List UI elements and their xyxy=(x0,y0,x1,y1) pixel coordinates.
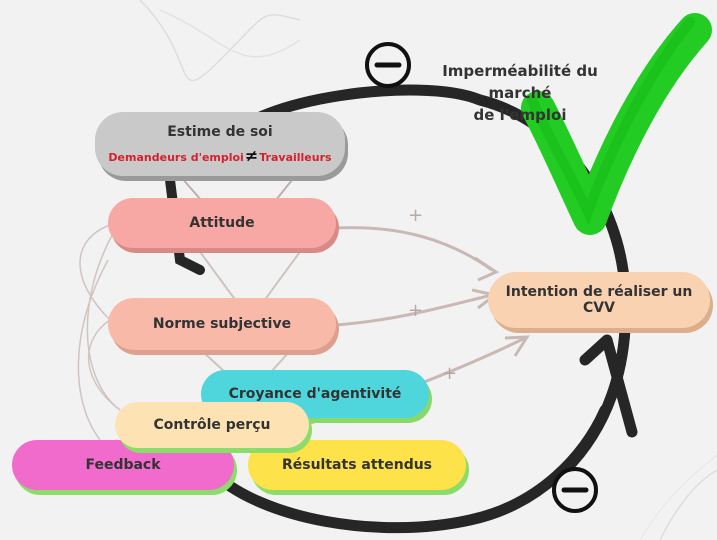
feedback-label: Feedback xyxy=(85,457,161,473)
estime-right: Travailleurs xyxy=(259,150,332,164)
controle-percu-node: Contrôle perçu xyxy=(115,402,309,448)
estime-de-soi-node: Estime de soi Demandeurs d'emploi≠Travai… xyxy=(95,112,345,176)
background-curve xyxy=(659,469,717,540)
background-curve xyxy=(139,0,301,82)
norme-label: Norme subjective xyxy=(152,316,292,332)
arrow-attitude-intention xyxy=(335,226,493,272)
impermeabilite-label: Imperméabilité du marché de l'emploi xyxy=(420,60,620,126)
arrow-head xyxy=(474,256,500,282)
background-curve xyxy=(159,9,301,58)
plus-sign: + xyxy=(408,205,424,226)
cycle-arrow-head xyxy=(579,334,638,438)
impermeabilite-line1: Imperméabilité du marché xyxy=(442,62,598,102)
arrow-norme-intention xyxy=(335,293,493,327)
loop-arrow xyxy=(79,224,111,321)
feedback-node: Feedback xyxy=(12,440,234,490)
estime-left: Demandeurs d'emploi xyxy=(108,150,244,164)
croyance-label: Croyance d'agentivité xyxy=(228,386,402,402)
plus-sign: + xyxy=(442,363,458,384)
arrow-head xyxy=(504,335,530,357)
loop-arrow xyxy=(86,229,121,411)
minus-circle-icon xyxy=(552,467,598,513)
cycle-arrow-lower xyxy=(204,404,611,534)
intention-label: Intention de réaliser un CVV xyxy=(505,284,693,316)
resultats-attendus-node: Résultats attendus xyxy=(248,440,466,490)
not-equal-symbol: ≠ xyxy=(244,145,259,165)
attitude-label: Attitude xyxy=(189,215,255,231)
intention-node: Intention de réaliser un CVV xyxy=(488,272,710,328)
minus-circle-icon xyxy=(365,42,411,88)
attitude-node: Attitude xyxy=(108,198,336,248)
estime-title: Estime de soi xyxy=(167,123,273,140)
check-mark-icon xyxy=(521,13,712,235)
loop-arrow xyxy=(77,259,109,441)
croyance-agentivite-node: Croyance d'agentivité xyxy=(201,370,429,418)
norme-subjective-node: Norme subjective xyxy=(108,298,336,350)
impermeabilite-line2: de l'emploi xyxy=(473,106,567,124)
plus-sign: + xyxy=(408,300,424,321)
resultats-label: Résultats attendus xyxy=(281,457,433,473)
controle-label: Contrôle perçu xyxy=(153,417,271,433)
background-curve xyxy=(639,454,717,540)
estime-comparison: Demandeurs d'emploi≠Travailleurs xyxy=(108,146,331,165)
